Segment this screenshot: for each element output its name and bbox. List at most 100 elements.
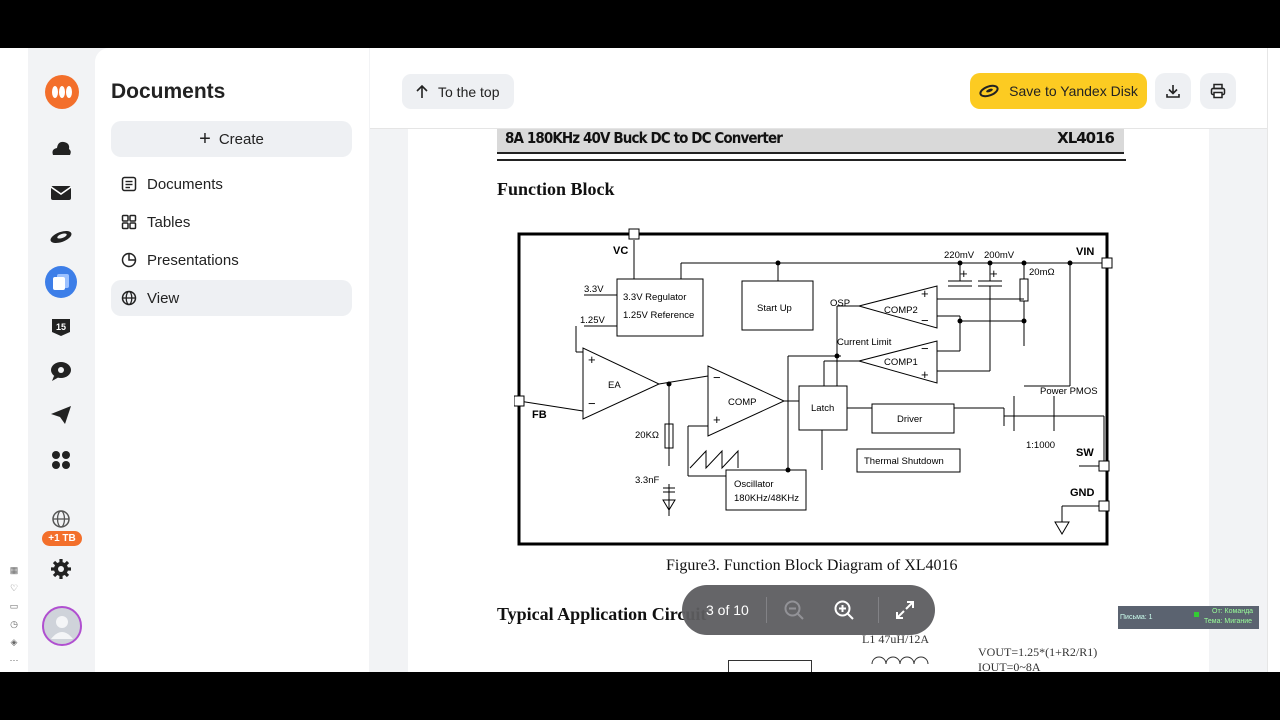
inductor-symbol <box>871 656 929 665</box>
app-ic-box <box>728 660 812 672</box>
block-latch: Latch <box>811 403 834 414</box>
cube-icon[interactable]: ◈ <box>10 637 18 647</box>
label-current-limit: Current Limit <box>837 337 892 348</box>
clock-icon[interactable]: ◷ <box>10 619 18 629</box>
grid-icon[interactable]: ▦ <box>9 565 19 575</box>
person-icon <box>51 616 73 639</box>
more-icon[interactable]: ⋯ <box>9 655 19 665</box>
svg-text:+: + <box>588 352 596 367</box>
figure-caption: Figure3. Function Block Diagram of XL401… <box>666 557 958 574</box>
mail-icon[interactable] <box>45 177 77 209</box>
pin-sw: SW <box>1076 447 1094 459</box>
globe-icon <box>111 290 147 306</box>
block-regulator-line1: 3.3V Regulator <box>623 292 686 303</box>
sidebar-item-label: View <box>147 289 180 307</box>
svg-text:+: + <box>921 367 929 382</box>
overlay-from: От: Команда <box>1212 608 1254 615</box>
app-vout-formula: VOUT=1.25*(1+R2/R1) <box>978 645 1098 659</box>
globe-storage-icon[interactable] <box>45 507 77 531</box>
notification-overlay: Письма: 1 От: Команда Тема: Мигание <box>1118 606 1259 629</box>
app-window: ▦ ♡ ▭ ◷ ◈ ⋯ 15 <box>0 48 1280 672</box>
messenger-icon[interactable] <box>45 355 77 387</box>
document-list-icon <box>111 176 147 192</box>
cloud-disk-icon[interactable] <box>45 132 77 164</box>
disk-icon[interactable] <box>45 221 77 253</box>
download-button[interactable] <box>1155 73 1191 109</box>
block-startup: Start Up <box>757 303 792 314</box>
arrow-up-icon <box>416 84 428 98</box>
sidebar-item-label: Presentations <box>147 251 239 269</box>
divider <box>766 597 767 623</box>
svg-text:+: + <box>990 266 998 281</box>
zoom-in-button[interactable] <box>828 594 860 626</box>
section-heading-typical-application: Typical Application Circuit <box>497 604 707 624</box>
save-to-disk-button[interactable]: Save to Yandex Disk <box>970 73 1147 109</box>
sidebar-item-tables[interactable]: Tables <box>111 204 352 240</box>
sidebar-item-documents[interactable]: Documents <box>111 166 352 202</box>
label-ratio: 1:1000 <box>1026 440 1055 451</box>
create-label: Create <box>218 130 264 148</box>
app-inductor-label: L1 47uH/12A <box>862 632 929 646</box>
documents-sidebar: Documents + Create Documents Tables Pres… <box>95 48 369 672</box>
svg-text:+: + <box>921 286 929 301</box>
app-iout: IOUT=0~8A <box>978 660 1041 672</box>
header-title: 8A 180KHz 40V Buck DC to DC Converter <box>505 129 783 147</box>
settings-gear-icon[interactable] <box>45 553 77 585</box>
pin-fb: FB <box>532 409 547 421</box>
block-thermal: Thermal Shutdown <box>864 456 944 467</box>
label-power-pmos: Power PMOS <box>1040 386 1098 397</box>
status-dot <box>1194 612 1199 617</box>
svg-text:−: − <box>713 370 721 385</box>
create-button[interactable]: + Create <box>111 121 352 157</box>
chat-icon[interactable]: ▭ <box>9 601 19 611</box>
svg-text:−: − <box>588 396 596 411</box>
block-comp: COMP <box>728 397 757 408</box>
table-grid-icon <box>111 214 147 230</box>
label-osp: OSP <box>830 298 850 309</box>
yandex-360-logo-icon[interactable] <box>45 75 79 109</box>
page-counter: 3 of 10 <box>706 602 749 618</box>
label-20kohm: 20KΩ <box>635 430 659 441</box>
block-comp1: COMP1 <box>884 357 918 368</box>
all-services-icon[interactable] <box>45 444 77 476</box>
document-page[interactable]: 8A 180KHz 40V Buck DC to DC Converter XL… <box>408 128 1209 672</box>
page-navigator: 3 of 10 <box>682 585 935 635</box>
svg-text:+: + <box>713 412 721 427</box>
fullscreen-button[interactable] <box>889 594 921 626</box>
section-heading-function-block: Function Block <box>497 179 615 199</box>
overlay-count: Письма: 1 <box>1120 614 1153 621</box>
label-3v3: 3.3V <box>584 284 604 295</box>
svg-text:−: − <box>921 313 929 328</box>
sidebar-title: Documents <box>111 80 226 103</box>
pin-vc: VC <box>613 245 628 257</box>
svg-text:+: + <box>960 266 968 281</box>
divider <box>878 597 879 623</box>
download-icon <box>1166 85 1180 98</box>
print-button[interactable] <box>1200 73 1236 109</box>
calendar-day: 15 <box>56 322 66 332</box>
zoom-out-button[interactable] <box>778 594 810 626</box>
disk-logo-icon <box>979 84 999 98</box>
sidebar-item-presentations[interactable]: Presentations <box>111 242 352 278</box>
viewer-toolbar: To the top Save to Yandex Disk <box>370 48 1267 129</box>
page-scrollbar[interactable] <box>1267 48 1280 672</box>
save-label: Save to Yandex Disk <box>1009 83 1138 99</box>
documents-app-icon[interactable] <box>45 266 77 298</box>
browser-side-strip: ▦ ♡ ▭ ◷ ◈ ⋯ <box>0 48 29 672</box>
sidebar-item-label: Tables <box>147 213 191 231</box>
printer-icon <box>1210 83 1226 99</box>
storage-badge[interactable]: +1 TB <box>42 531 82 546</box>
to-top-label: To the top <box>438 83 500 100</box>
block-comp2: COMP2 <box>884 305 918 316</box>
pin-vin: VIN <box>1076 246 1094 258</box>
service-rail: 15 +1 TB <box>28 48 94 672</box>
calendar-icon[interactable]: 15 <box>45 310 77 342</box>
user-avatar[interactable] <box>42 606 82 646</box>
block-oscillator-line1: Oscillator <box>734 479 774 490</box>
plus-icon: + <box>199 128 211 150</box>
document-viewer: 8A 180KHz 40V Buck DC to DC Converter XL… <box>370 48 1267 672</box>
heart-icon[interactable]: ♡ <box>9 583 19 593</box>
to-top-button[interactable]: To the top <box>402 74 514 109</box>
sidebar-item-view[interactable]: View <box>111 280 352 316</box>
send-icon[interactable] <box>45 399 77 431</box>
